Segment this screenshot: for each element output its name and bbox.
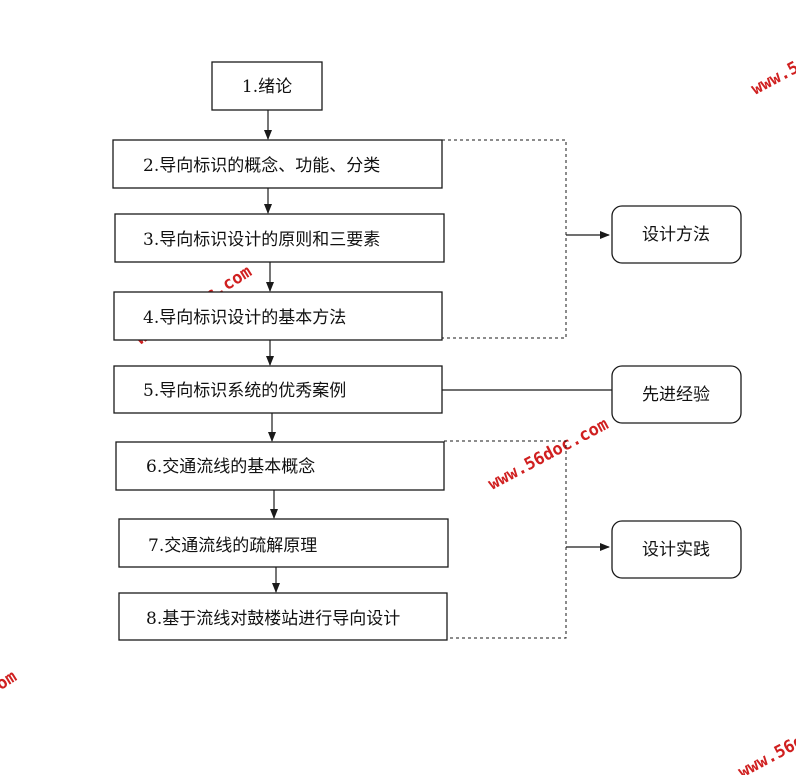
design-method-label: 设计方法 bbox=[642, 225, 710, 245]
step-4-label: 4.导向标识设计的基本方法 bbox=[143, 308, 346, 328]
watermark-top-right: www.56doc.com bbox=[748, 19, 796, 99]
side-connectors bbox=[442, 231, 612, 551]
flow-box-step-3: 3.导向标识设计的原则和三要素 bbox=[114, 213, 445, 263]
watermark-bottom-right: www.56doc.com bbox=[735, 702, 796, 775]
flow-box-step-6: 6.交通流线的基本概念 bbox=[115, 441, 445, 491]
flow-box-step-8: 8.基于流线对鼓楼站进行导向设计 bbox=[118, 592, 448, 641]
flow-box-step-7: 7.交通流线的疏解原理 bbox=[118, 518, 449, 568]
side-box-design-practice: 设计实践 bbox=[611, 520, 742, 579]
group-brackets bbox=[442, 139, 567, 639]
step-5-label: 5.导向标识系统的优秀案例 bbox=[143, 381, 346, 401]
flow-box-step-1: 1.绪论 bbox=[211, 61, 323, 111]
step-6-label: 6.交通流线的基本概念 bbox=[146, 456, 315, 477]
bracket-design-method bbox=[442, 139, 567, 339]
watermark-bottom-left: www.56doc.com bbox=[0, 667, 20, 754]
design-practice-label: 设计实践 bbox=[642, 540, 710, 560]
watermark-center-lower: www.56doc.com bbox=[485, 414, 612, 494]
step-1-label: 1.绪论 bbox=[242, 77, 292, 97]
side-box-design-method: 设计方法 bbox=[611, 205, 742, 264]
side-box-advanced-experience: 先进经验 bbox=[611, 365, 742, 424]
step-8-label: 8.基于流线对鼓楼站进行导向设计 bbox=[146, 609, 400, 629]
advanced-experience-label: 先进经验 bbox=[642, 385, 710, 405]
bracket-design-practice bbox=[444, 440, 567, 639]
flow-box-step-4: 4.导向标识设计的基本方法 bbox=[113, 291, 443, 341]
flow-box-step-2: 2.导向标识的概念、功能、分类 bbox=[112, 139, 443, 189]
step-7-label: 7.交通流线的疏解原理 bbox=[148, 536, 317, 556]
flow-box-step-5: 5.导向标识系统的优秀案例 bbox=[113, 365, 443, 414]
flow-connectors bbox=[264, 110, 280, 593]
step-3-label: 3.导向标识设计的原则和三要素 bbox=[143, 230, 380, 250]
step-2-label: 2.导向标识的概念、功能、分类 bbox=[143, 155, 380, 176]
